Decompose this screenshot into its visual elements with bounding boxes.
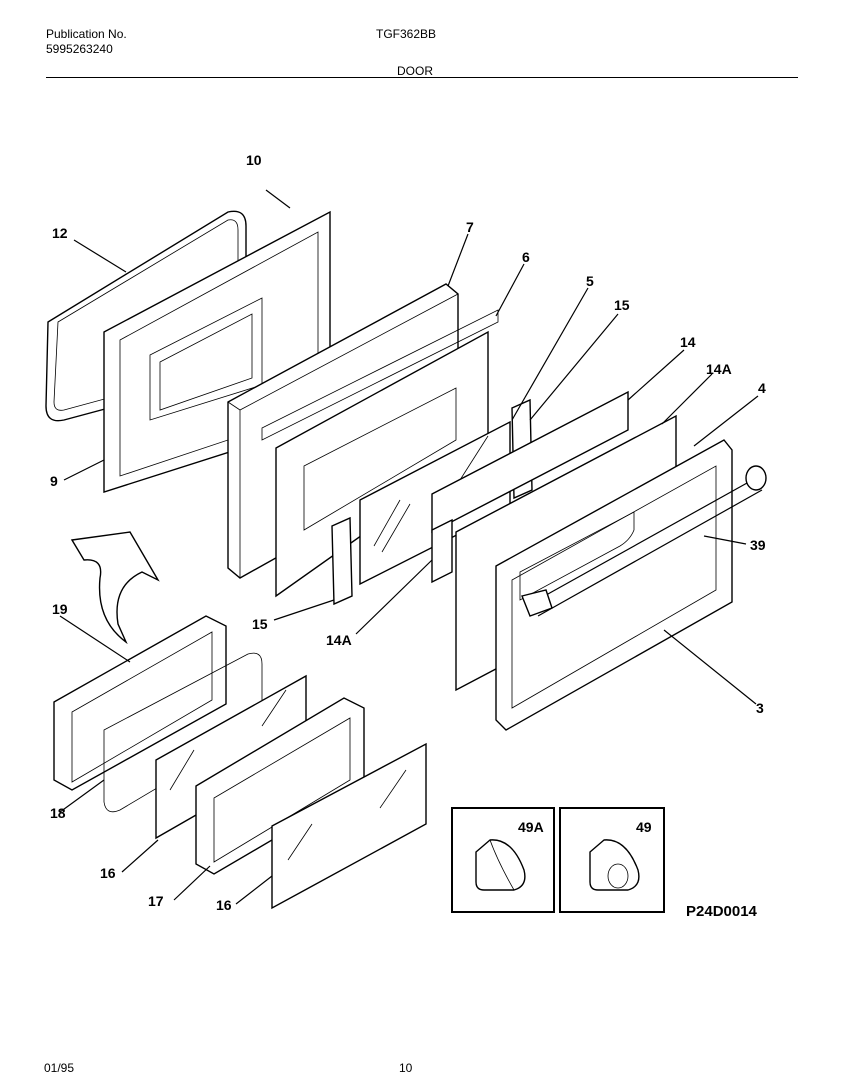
- part-14-glass: [431, 390, 629, 584]
- callout-16-upper: 16: [100, 865, 116, 881]
- footer-date: 01/95: [44, 1061, 75, 1075]
- inset-49-label: 49: [636, 819, 652, 835]
- callout-18: 18: [50, 805, 66, 821]
- callout-14a-lower: 14A: [326, 632, 352, 648]
- callout-5: 5: [586, 273, 594, 289]
- inset-49: 49: [559, 807, 665, 913]
- callout-39: 39: [750, 537, 766, 553]
- leader-lines: [59, 233, 759, 905]
- callout-12: 12: [52, 225, 68, 241]
- section-title: DOOR: [397, 64, 433, 78]
- callout-17: 17: [148, 893, 164, 909]
- part-6-window-frame: [261, 309, 499, 598]
- part-16-drawer-glass-lower: [271, 742, 427, 910]
- footer-page-number: 10: [399, 1061, 413, 1075]
- callout-7: 7: [466, 219, 474, 235]
- callout-15-lower: 15: [252, 616, 268, 632]
- callout-4: 4: [758, 380, 766, 396]
- diagram-code: P24D0014: [686, 903, 758, 920]
- callout-3: 3: [756, 700, 764, 716]
- model-number: TGF362BB: [376, 27, 437, 41]
- callout-14a-upper: 14A: [706, 361, 732, 377]
- callout-19: 19: [52, 601, 68, 617]
- part-19-drawer-frame: [53, 615, 227, 791]
- callout-9: 9: [50, 473, 58, 489]
- callout-6: 6: [522, 249, 530, 265]
- part-4-outer-frame: [495, 439, 767, 731]
- callout-16-lower: 16: [216, 897, 232, 913]
- callout-10: 10: [246, 152, 262, 168]
- callout-15-upper: 15: [614, 297, 630, 313]
- callout-14: 14: [680, 334, 696, 350]
- inset-49a: 49A: [451, 807, 555, 913]
- publication-label: Publication No.: [46, 27, 127, 41]
- direction-arrow: [70, 531, 160, 645]
- inset-49a-label: 49A: [518, 819, 544, 835]
- header-divider: [46, 77, 798, 78]
- publication-number: 5995263240: [46, 42, 113, 56]
